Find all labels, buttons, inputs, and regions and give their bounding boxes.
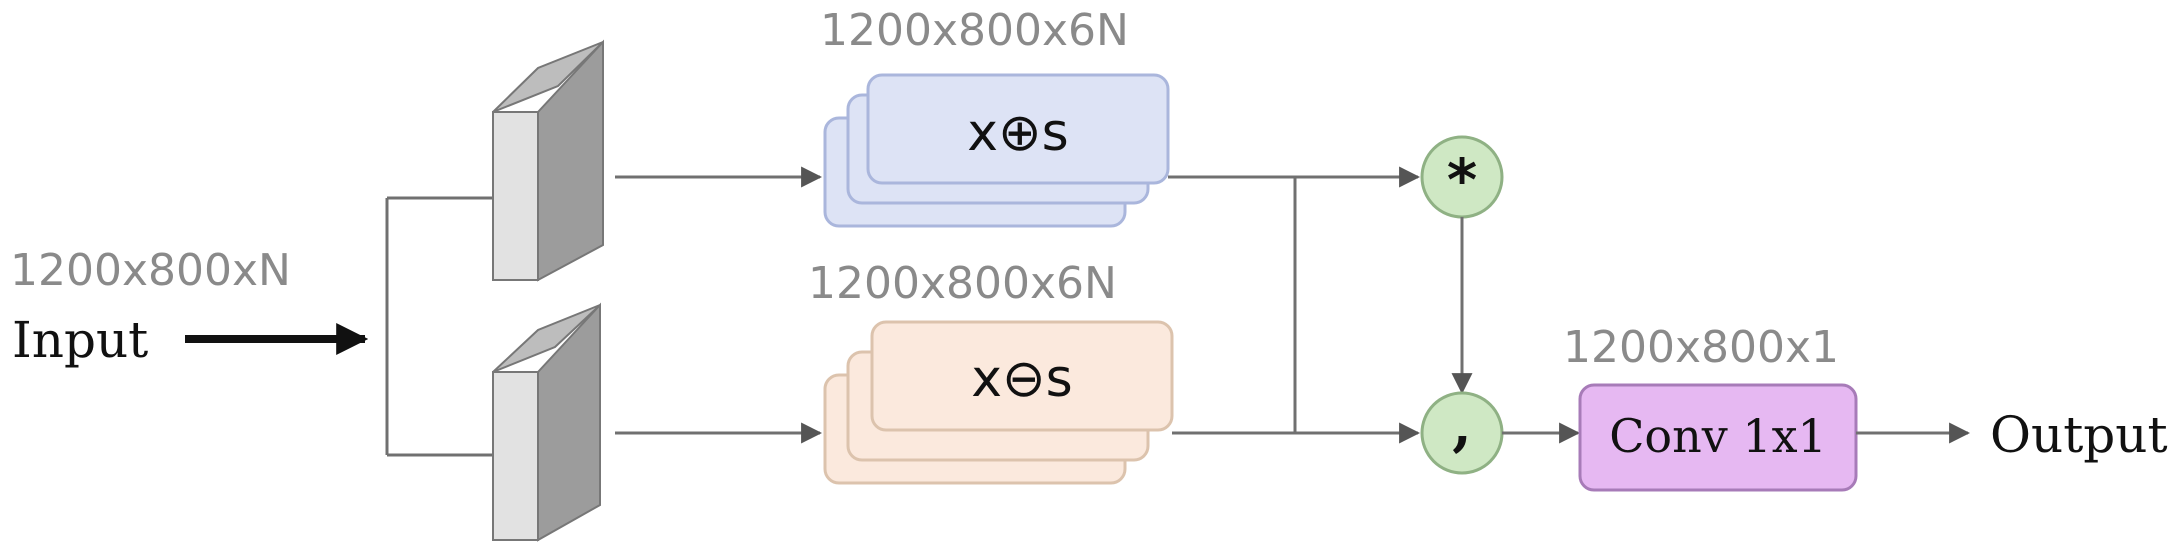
dilation-stack: [823, 73, 1170, 228]
erosion-operation-label: x⊖s: [971, 349, 1072, 409]
dilation-operation-label: x⊕s: [967, 103, 1068, 163]
dilation-dimension-label: 1200x800x6N: [820, 5, 1129, 56]
conv-label: Conv 1x1: [1609, 409, 1827, 463]
dilation-layer-block: [492, 39, 604, 282]
input-dimension-label: 1200x800xN: [10, 245, 291, 296]
erosion-dimension-label: 1200x800x6N: [808, 258, 1117, 309]
erosion-layer-block: [492, 302, 601, 542]
output-label: Output: [1990, 406, 2168, 464]
multiply-symbol: *: [1447, 146, 1477, 214]
erosion-stack: [823, 320, 1174, 485]
input-label: Input: [12, 311, 148, 369]
conv-dimension-label: 1200x800x1: [1563, 322, 1839, 373]
conv-box: [1578, 383, 1858, 492]
concat-symbol: ,: [1452, 393, 1472, 459]
